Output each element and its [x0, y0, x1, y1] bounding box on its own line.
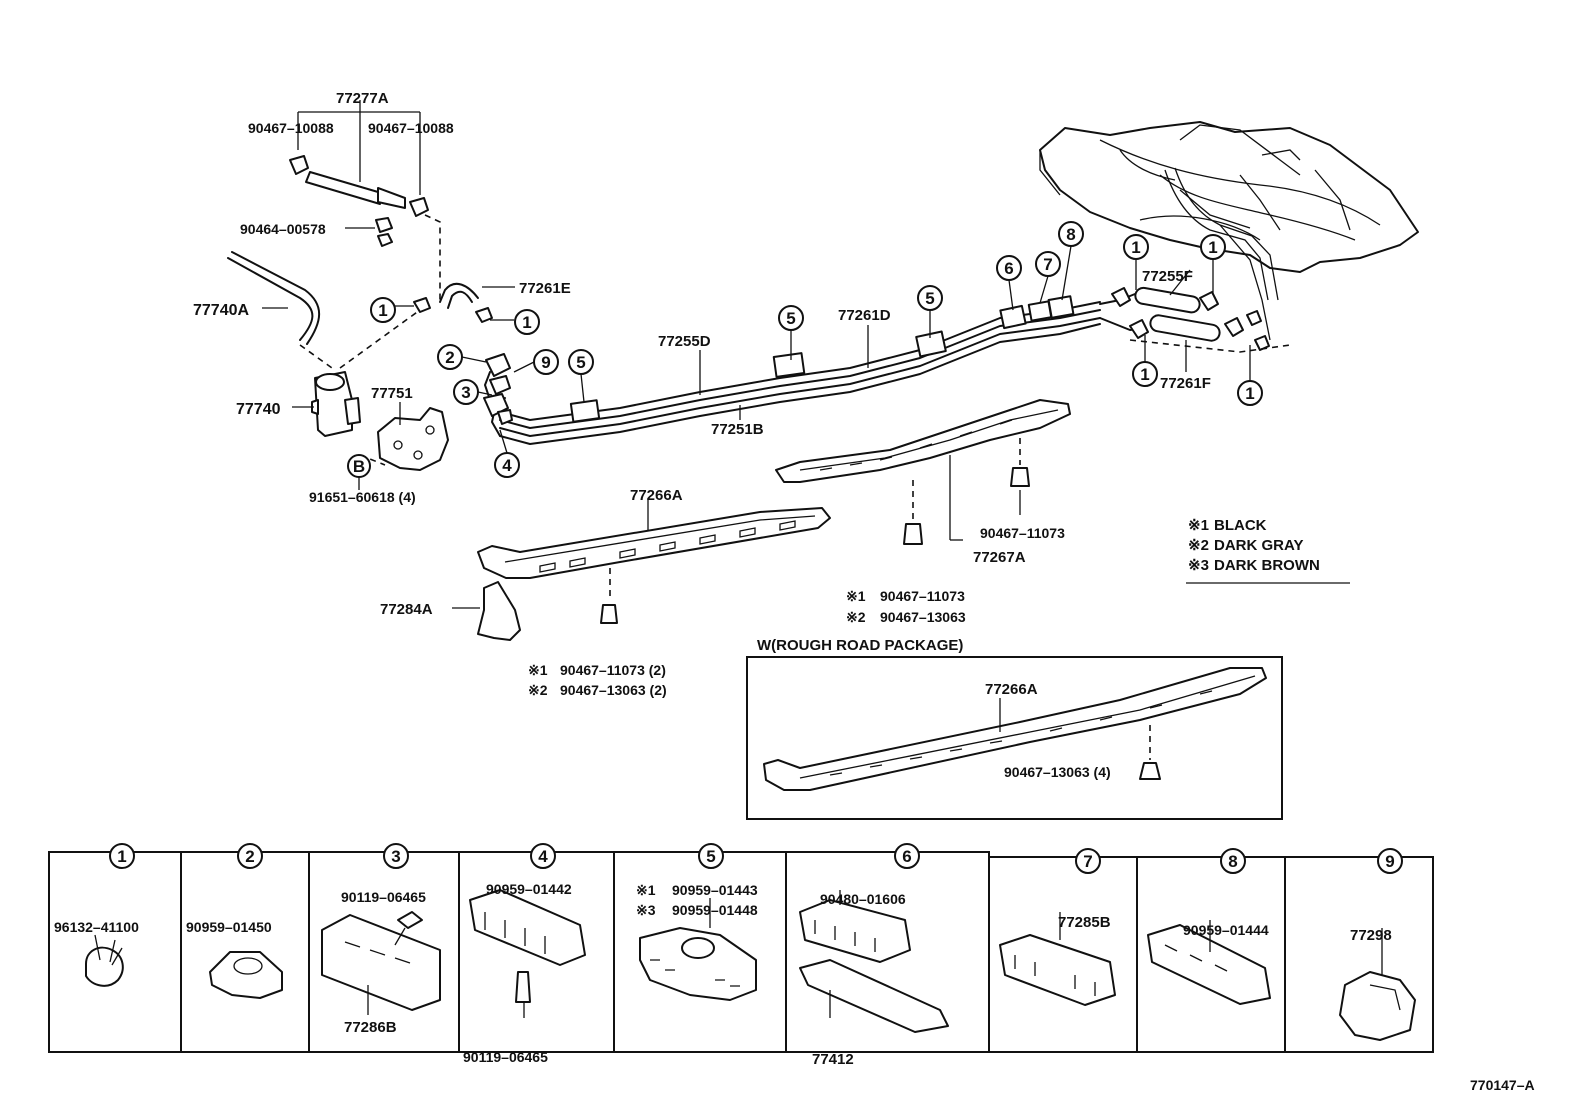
table-part-7: 77285B — [1058, 914, 1111, 931]
table-part-5a: 90959–01443 — [672, 882, 758, 898]
table-part-4b: 90119–06465 — [463, 1049, 548, 1065]
table-num-5: 5 — [706, 847, 715, 866]
callout-1-b: 1 — [522, 313, 531, 332]
legend-mark-2: ※2 — [1188, 537, 1209, 554]
table-mark-5b: ※3 — [636, 902, 656, 918]
label-90467-11073-right: 90467–11073 — [980, 525, 1065, 541]
label-star1-a: ※1 — [528, 662, 548, 678]
callout-5-c: 5 — [925, 289, 934, 308]
fuel-tube-bundle — [499, 286, 1291, 445]
tube-protector-77266A — [477, 500, 831, 624]
callout-4: 4 — [502, 456, 512, 475]
legend-text-1: BLACK — [1214, 517, 1267, 534]
label-77740A: 77740A — [193, 302, 249, 319]
table-num-2: 2 — [245, 847, 254, 866]
callout-9: 9 — [541, 353, 550, 372]
label-77266A: 77266A — [630, 487, 683, 504]
callout-8: 8 — [1066, 225, 1075, 244]
callout-1-e: 1 — [1140, 365, 1149, 384]
callout-7: 7 — [1043, 255, 1052, 274]
callout-1-d: 1 — [1208, 238, 1217, 257]
label-77261E: 77261E — [519, 280, 571, 297]
table-part-2: 90959–01450 — [186, 919, 272, 935]
hose-77261E — [390, 282, 515, 323]
label-91651-60618: 91651–60618 (4) — [309, 489, 416, 505]
bracket-77284A — [452, 581, 521, 641]
table-part-1: 96132–41100 — [54, 919, 139, 935]
table-part-4a: 90959–01442 — [486, 881, 572, 897]
table-mark-5a: ※1 — [636, 882, 656, 898]
label-90467-13063-2: 90467–13063 (2) — [560, 682, 667, 698]
bracket-77751 — [359, 402, 449, 471]
legend-text-2: DARK GRAY — [1214, 537, 1303, 554]
front-tube-ends — [483, 353, 513, 437]
table-num-1: 1 — [117, 847, 126, 866]
table-num-7: 7 — [1083, 852, 1092, 871]
legend-text-3: DARK BROWN — [1214, 557, 1320, 574]
callout-1-f: 1 — [1245, 384, 1254, 403]
label-rough-77266A: 77266A — [985, 681, 1038, 698]
callout-1-c: 1 — [1131, 238, 1140, 257]
label-star2-a: ※2 — [528, 682, 548, 698]
label-77261D: 77261D — [838, 307, 891, 324]
table-part-3b: 77286B — [344, 1019, 397, 1036]
table-part-8: 90959–01444 — [1183, 922, 1269, 938]
table-num-3: 3 — [391, 847, 400, 866]
rough-road-protector — [763, 667, 1267, 791]
callout-6: 6 — [1004, 259, 1013, 278]
table-part-3a: 90119–06465 — [341, 889, 426, 905]
table-num-8: 8 — [1228, 852, 1237, 871]
label-90467-11073-2: 90467–11073 (2) — [560, 662, 666, 678]
label-77284A: 77284A — [380, 601, 433, 618]
label-77255D: 77255D — [658, 333, 711, 350]
label-90467-10088-left: 90467–10088 — [248, 120, 334, 136]
label-star2-b: ※2 — [846, 609, 866, 625]
rough-road-heading: W(ROUGH ROAD PACKAGE) — [757, 637, 963, 654]
canister-hose-77740A — [227, 251, 333, 369]
table-num-9: 9 — [1385, 852, 1394, 871]
clamp-table — [48, 851, 1434, 1053]
table-part-6a: 90480–01606 — [820, 891, 906, 907]
label-77277A: 77277A — [336, 90, 389, 107]
callout-5-a: 5 — [576, 353, 585, 372]
label-77261F: 77261F — [1160, 375, 1211, 392]
label-77751: 77751 — [371, 385, 413, 402]
callout-B: B — [353, 457, 365, 476]
label-77267A: 77267A — [973, 549, 1026, 566]
label-77255F: 77255F — [1142, 268, 1193, 285]
label-rough-90467-13063: 90467–13063 (4) — [1004, 764, 1111, 780]
table-part-9: 77298 — [1350, 927, 1392, 944]
table-num-4: 4 — [538, 847, 548, 866]
table-part-5b: 90959–01448 — [672, 902, 758, 918]
hose-77277A — [289, 100, 441, 300]
label-90467-10088-right: 90467–10088 — [368, 120, 454, 136]
table-part-6b: 77412 — [812, 1051, 854, 1068]
callout-2: 2 — [445, 348, 454, 367]
label-77740: 77740 — [236, 401, 281, 418]
label-90467-11073-mid: 90467–11073 — [880, 588, 965, 604]
rough-road-box — [746, 656, 1283, 820]
label-90464-00578: 90464–00578 — [240, 221, 326, 237]
callout-5-b: 5 — [786, 309, 795, 328]
charcoal-canister-77740 — [292, 309, 421, 437]
color-legend: ※1 BLACK ※2 DARK GRAY ※3 DARK BROWN — [1188, 517, 1320, 574]
label-77251B: 77251B — [711, 421, 764, 438]
diagram-id: 770147–A — [1470, 1077, 1535, 1093]
fuel-tank — [1039, 121, 1419, 341]
label-star1-b: ※1 — [846, 588, 866, 604]
tube-protector-77267A — [775, 399, 1071, 545]
table-num-6: 6 — [902, 847, 911, 866]
callout-3: 3 — [461, 383, 470, 402]
legend-mark-1: ※1 — [1188, 517, 1209, 534]
callout-1-a: 1 — [378, 301, 387, 320]
legend-mark-3: ※3 — [1188, 557, 1209, 574]
label-90467-13063-mid: 90467–13063 — [880, 609, 966, 625]
